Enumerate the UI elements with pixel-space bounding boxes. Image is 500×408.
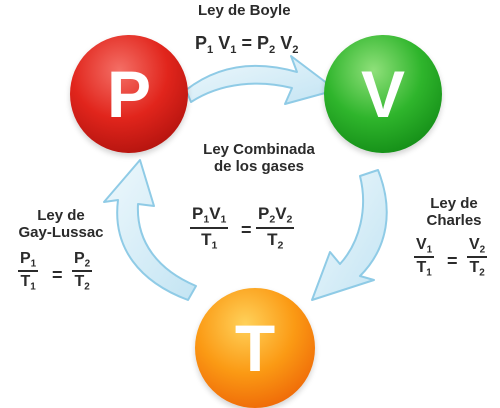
gay-lussac-title: Ley de Gay-Lussac bbox=[6, 207, 116, 241]
boyle-p2-sub: 2 bbox=[269, 43, 276, 56]
charles-equals: = bbox=[447, 251, 458, 271]
boyle-v2-sub: 2 bbox=[292, 43, 299, 56]
combinada-title: Ley Combinada de los gases bbox=[184, 141, 334, 175]
gay-lussac-t1-sub: 1 bbox=[30, 281, 36, 293]
gay-lussac-equals: = bbox=[52, 265, 63, 285]
combinada-v1-sub: 1 bbox=[220, 213, 227, 226]
combinada-p2: P bbox=[258, 204, 270, 223]
combinada-t2-sub: 2 bbox=[277, 239, 284, 252]
combinada-title-line2: de los gases bbox=[213, 158, 305, 175]
boyle-equation: P1 V1 = P2 V2 bbox=[195, 33, 299, 56]
combinada-v2-sub: 2 bbox=[286, 213, 293, 226]
gay-lussac-t2: T bbox=[74, 273, 85, 291]
charles-right-denominator: T2 bbox=[469, 258, 484, 278]
gay-lussac-p2: P bbox=[74, 250, 85, 267]
gay-lussac-left-denominator: T1 bbox=[20, 272, 35, 292]
charles-right-fraction: V2 T2 bbox=[467, 236, 488, 279]
gay-lussac-right-numerator: P2 bbox=[72, 250, 93, 273]
boyle-p1-sub: 1 bbox=[207, 43, 214, 56]
combinada-right-fraction: P2V2 T2 bbox=[256, 204, 295, 252]
combinada-v1: V bbox=[209, 204, 221, 223]
combinada-t2: T bbox=[267, 229, 278, 249]
gay-lussac-title-line2: Gay-Lussac bbox=[18, 224, 104, 241]
combinada-left-fraction: P1V1 T1 bbox=[190, 204, 229, 252]
gay-lussac-p2-sub: 2 bbox=[84, 258, 91, 270]
gay-lussac-t1: T bbox=[20, 273, 31, 291]
combinada-p1-sub: 1 bbox=[203, 213, 210, 226]
charles-t1: T bbox=[416, 259, 427, 277]
pressure-ball: P bbox=[70, 35, 188, 153]
boyle-p1: P bbox=[195, 33, 208, 53]
boyle-equals: = bbox=[241, 33, 253, 53]
charles-v1-sub: 1 bbox=[426, 244, 433, 256]
arrow-t-to-p bbox=[103, 159, 197, 301]
charles-v1: V bbox=[416, 236, 427, 253]
charles-title-line1: Ley de bbox=[430, 195, 478, 212]
combinada-title-line1: Ley Combinada bbox=[203, 141, 315, 158]
boyle-v1: V bbox=[218, 33, 231, 53]
gay-lussac-left-fraction: P1 T1 bbox=[18, 250, 39, 293]
charles-left-denominator: T1 bbox=[416, 258, 431, 278]
charles-left-numerator: V1 bbox=[414, 236, 435, 259]
gay-lussac-p1-sub: 1 bbox=[30, 258, 37, 270]
gay-lussac-left-numerator: P1 bbox=[18, 250, 39, 273]
boyle-title: Ley de Boyle bbox=[198, 2, 291, 19]
charles-title-line2: Charles bbox=[426, 212, 482, 229]
boyle-p2: P bbox=[257, 33, 270, 53]
combinada-p2-sub: 2 bbox=[269, 213, 276, 226]
pressure-ball-letter: P bbox=[106, 57, 152, 131]
arrow-p-to-v bbox=[185, 55, 337, 105]
combinada-t1-sub: 1 bbox=[211, 239, 218, 252]
charles-title: Ley de Charles bbox=[414, 195, 494, 229]
charles-t2: T bbox=[469, 259, 480, 277]
charles-t2-sub: 2 bbox=[479, 267, 485, 279]
temperature-ball: T bbox=[195, 288, 315, 408]
arrow-v-to-t bbox=[311, 169, 388, 301]
charles-left-fraction: V1 T1 bbox=[414, 236, 435, 279]
combinada-left-numerator: P1V1 bbox=[190, 204, 229, 229]
charles-t1-sub: 1 bbox=[426, 267, 432, 279]
combinada-v2: V bbox=[275, 204, 287, 223]
charles-v2-sub: 2 bbox=[479, 244, 486, 256]
volume-ball: V bbox=[324, 35, 442, 153]
temperature-ball-letter: T bbox=[234, 311, 276, 385]
gay-lussac-t2-sub: 2 bbox=[84, 281, 90, 293]
combinada-left-denominator: T1 bbox=[201, 229, 217, 252]
charles-v2: V bbox=[469, 236, 480, 253]
boyle-v1-sub: 1 bbox=[230, 43, 237, 56]
combinada-right-denominator: T2 bbox=[267, 229, 283, 252]
combinada-equals: = bbox=[241, 220, 252, 240]
charles-right-numerator: V2 bbox=[467, 236, 488, 259]
gay-lussac-right-denominator: T2 bbox=[74, 272, 89, 292]
gay-lussac-p1: P bbox=[20, 250, 31, 267]
combinada-t1: T bbox=[201, 229, 212, 249]
combinada-p1: P bbox=[192, 204, 204, 223]
combinada-right-numerator: P2V2 bbox=[256, 204, 295, 229]
volume-ball-letter: V bbox=[360, 57, 406, 131]
gay-lussac-right-fraction: P2 T2 bbox=[72, 250, 93, 293]
boyle-v2: V bbox=[280, 33, 293, 53]
gay-lussac-title-line1: Ley de bbox=[37, 207, 85, 224]
